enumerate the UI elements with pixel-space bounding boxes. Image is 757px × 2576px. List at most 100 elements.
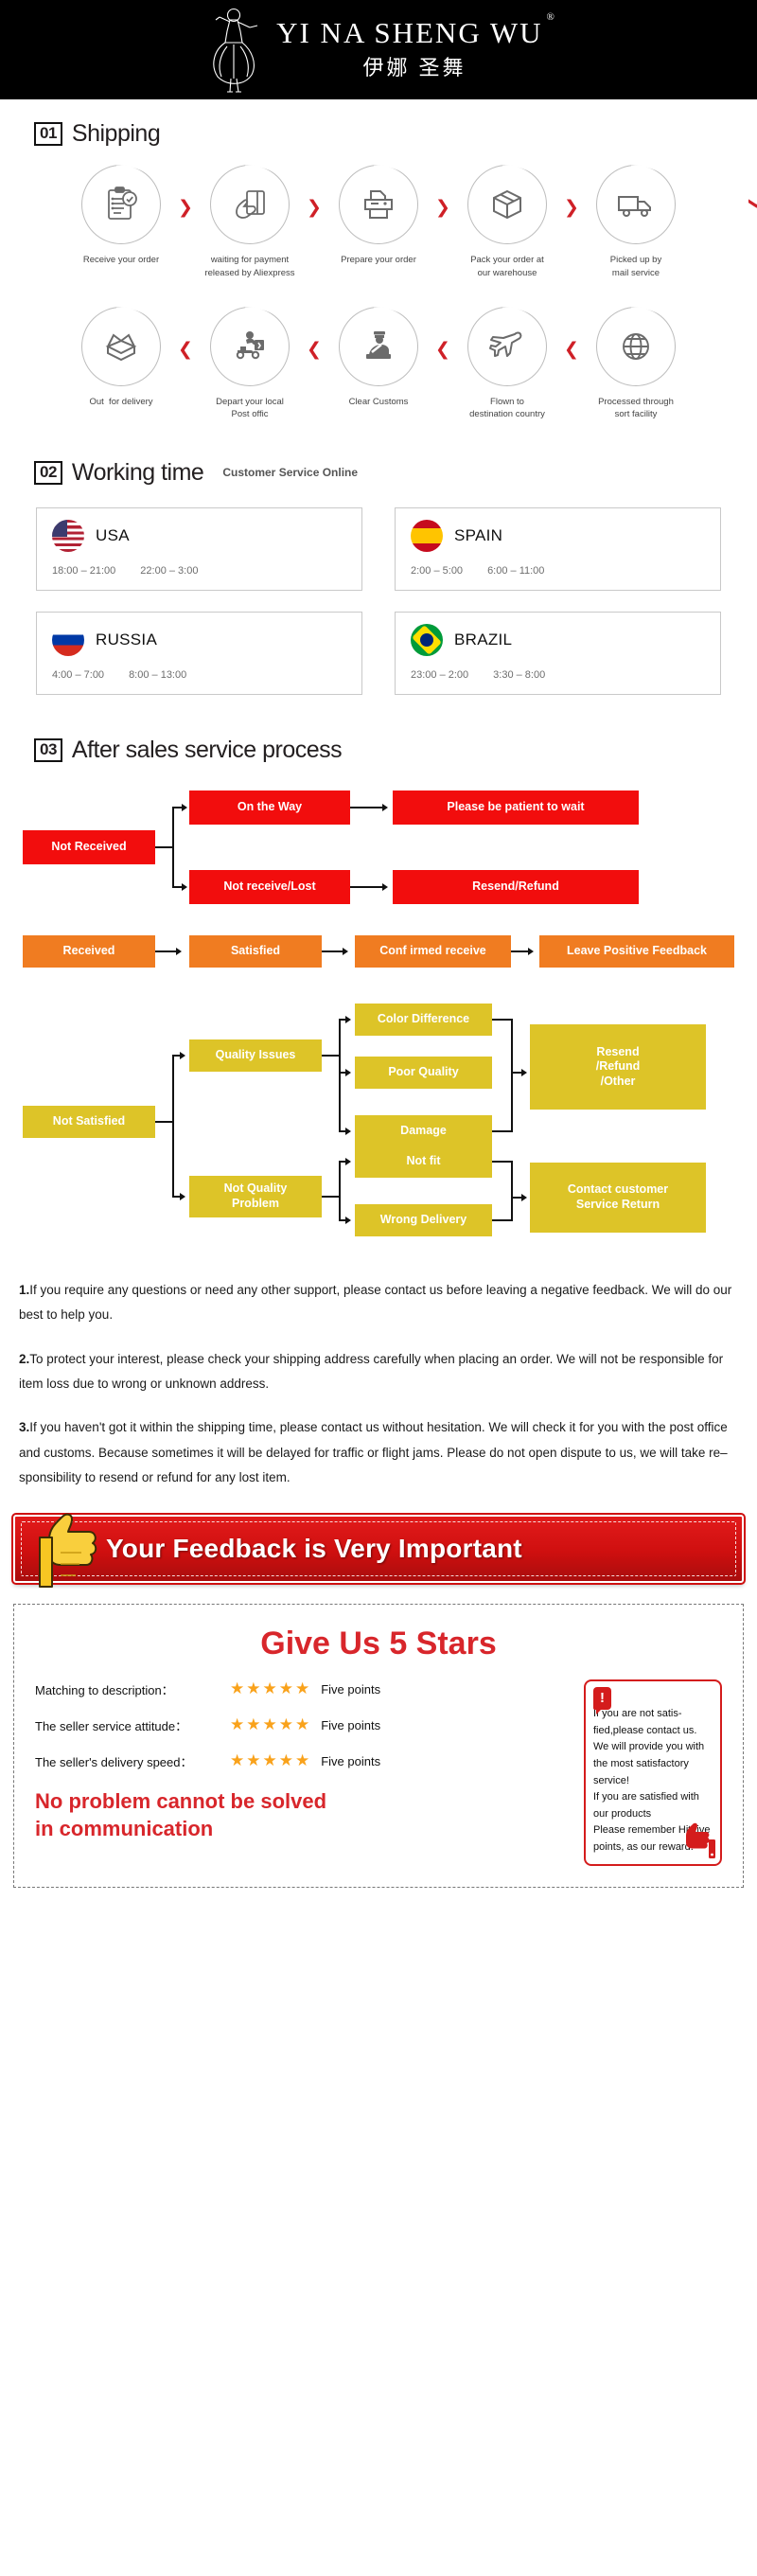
flow-node-please-wait: Please be patient to wait	[393, 791, 639, 826]
box-package-icon	[493, 189, 521, 220]
flow-arrowhead-icon	[180, 1193, 185, 1201]
step-circle	[467, 306, 547, 386]
flow-connector	[492, 1019, 513, 1022]
policy-text: If you require any questions or need any…	[19, 1283, 732, 1323]
flow-connector	[511, 950, 530, 953]
policy-text: If you haven't got it within the shippin…	[19, 1420, 728, 1484]
hours-slot-1: 2:00 – 5:00	[411, 565, 464, 577]
flow-node-contact-customer: Contact customer Service Return	[530, 1163, 706, 1234]
flow-connector	[172, 1055, 182, 1057]
feedback-banner: Your Feedback is Very Important	[11, 1513, 746, 1589]
flow-arrow-left-icon: ❮	[307, 338, 322, 360]
flow-connector	[172, 1056, 174, 1199]
policy-num: 1.	[19, 1283, 30, 1298]
flow-arrowhead-icon	[345, 1217, 351, 1225]
step-label: Receive your order	[82, 255, 160, 265]
flow-node-resend-refund: Resend/Refund	[393, 870, 639, 905]
flow-arrow-right-icon: ❯	[178, 197, 193, 218]
step-circle	[81, 306, 161, 386]
rating-row-matching-description: Matching to description： ★★★★★ Five poin…	[35, 1679, 572, 1698]
shipping-step-clear-customs: Clear Customs	[323, 306, 434, 409]
flow-connector	[511, 1072, 524, 1075]
policy-num: 3.	[19, 1420, 30, 1435]
step-circle	[596, 165, 676, 244]
flow-arrowhead-icon	[345, 1069, 351, 1077]
flow-node-on-the-way: On the Way	[189, 791, 350, 826]
flow-arrowhead-icon	[176, 948, 182, 956]
flow-node-not-fit: Not fit	[355, 1146, 492, 1179]
hours-slot-2: 6:00 – 11:00	[487, 565, 545, 577]
flow-connector	[172, 1196, 182, 1199]
flow-arrowhead-icon	[528, 948, 534, 956]
flow-arrowhead-icon	[382, 883, 388, 892]
brand-name-cn: 伊娜 圣舞	[362, 56, 467, 80]
rating-rows: Matching to description： ★★★★★ Five poin…	[35, 1679, 572, 1865]
rating-points: Five points	[321, 1753, 381, 1768]
flow-arrow-right-icon: ❯	[435, 197, 450, 218]
scooter-courier-icon	[236, 330, 264, 359]
exclamation-icon: !	[593, 1687, 611, 1715]
flow-connector	[155, 950, 178, 953]
flow-arrowhead-icon	[521, 1194, 527, 1202]
step-circle	[339, 306, 418, 386]
step-circle	[339, 165, 418, 244]
flow-node-not-satisfied: Not Satisfied	[23, 1106, 155, 1139]
shipping-flow-row-top: Receive your order ❯ waiting for payment…	[0, 165, 757, 280]
working-time-card-usa: USA 18:00 – 21:00 22:00 – 3:00	[36, 507, 362, 592]
flow-node-leave-feedback: Leave Positive Feedback	[539, 935, 734, 968]
clipboard-check-icon	[108, 187, 137, 220]
rating-row-delivery-speed: The seller's delivery speed： ★★★★★ Five …	[35, 1751, 572, 1770]
flow-node-not-receive-lost: Not receive/Lost	[189, 870, 350, 905]
rating-points: Five points	[321, 1717, 381, 1732]
flow-arrow-left-icon: ❮	[564, 338, 579, 360]
five-star-icon[interactable]: ★★★★★	[230, 1715, 312, 1735]
section-title-aftersales: After sales service process	[71, 737, 343, 764]
section-title-shipping: Shipping	[71, 120, 161, 147]
hours-slot-2: 3:30 – 8:00	[493, 669, 546, 682]
section-number-01: 01	[34, 122, 62, 146]
flow-arrow-down-icon: ❯	[748, 0, 757, 282]
policy-num: 2.	[19, 1351, 30, 1366]
airplane-icon	[489, 331, 522, 357]
step-label: Prepare your order	[341, 255, 416, 265]
flow-arrow-right-icon: ❯	[307, 197, 322, 218]
thumbs-up-icon	[39, 1513, 97, 1589]
flow-connector	[322, 1055, 339, 1057]
aftersales-section-heading: 03 After sales service process	[0, 737, 757, 764]
shipping-step-prepare-order: Prepare your order	[323, 165, 434, 267]
step-circle	[596, 306, 676, 386]
hours-slot-1: 23:00 – 2:00	[411, 669, 469, 682]
rating-label: The seller service attitude：	[35, 1718, 188, 1733]
flow-connector	[511, 1161, 513, 1222]
rating-row-service-attitude: The seller service attitude： ★★★★★ Five …	[35, 1715, 572, 1734]
spain-flag-icon	[411, 520, 443, 553]
flow-connector	[350, 886, 384, 889]
flow-arrowhead-icon	[382, 804, 388, 812]
five-star-icon[interactable]: ★★★★★	[230, 1751, 312, 1771]
flow-connector	[172, 886, 184, 889]
thumbs-up-icon	[686, 1822, 715, 1858]
step-circle	[210, 165, 290, 244]
rating-request-panel: Give Us 5 Stars Matching to description：…	[13, 1604, 744, 1889]
flow-arrowhead-icon	[521, 1069, 527, 1077]
flow-connector	[511, 1019, 513, 1133]
shipping-step-out-for-delivery: Out for delivery	[65, 306, 177, 409]
country-name: SPAIN	[454, 526, 503, 545]
flow-node-color-difference: Color Difference	[355, 1004, 492, 1037]
flowchart-not-satisfied: Not Satisfied Quality Issues Color Diffe…	[0, 1000, 757, 1246]
flow-connector	[172, 808, 174, 888]
brazil-flag-icon	[411, 624, 443, 657]
hours-slot-2: 8:00 – 13:00	[129, 669, 187, 682]
communication-slogan: No problem cannot be solved in communica…	[35, 1789, 327, 1841]
five-star-icon[interactable]: ★★★★★	[230, 1679, 312, 1699]
country-name: RUSSIA	[96, 631, 158, 649]
flow-connector	[492, 1219, 513, 1222]
brand-name-en: YI NA SHENG WU®	[276, 12, 555, 49]
